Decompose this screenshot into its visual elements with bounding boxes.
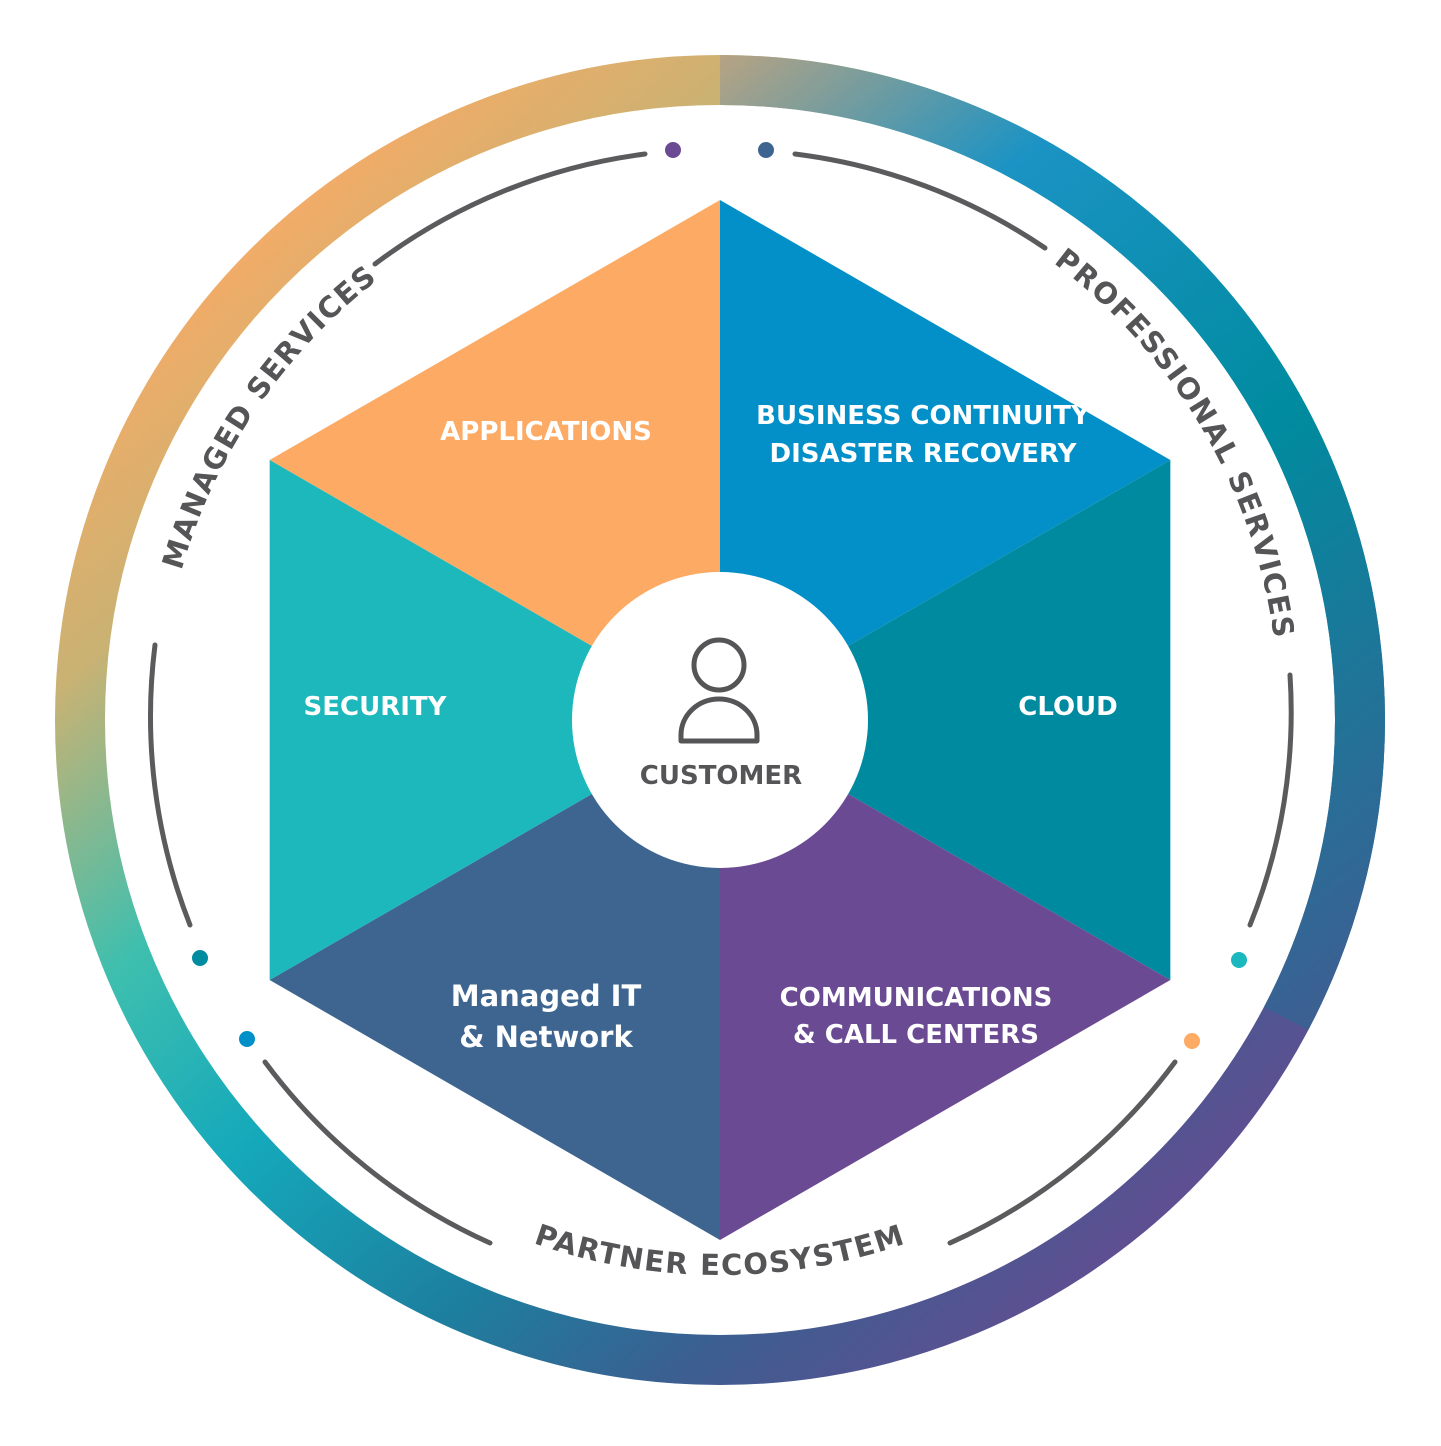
segment-label-cloud: CLOUD [1018,692,1118,722]
digital-transformation-ring [55,55,1385,1385]
segment-label-line: SECURITY [304,692,448,722]
segment-label-applications: APPLICATIONS [440,417,652,447]
dot-left-lower [239,1031,255,1047]
arc-line-top-left [372,151,648,267]
segment-label-line: Managed IT [451,979,642,1013]
segment-label-line: & CALL CENTERS [793,1020,1039,1050]
segment-label-security: SECURITY [304,692,448,722]
center-circle [572,572,868,868]
center-label: CUSTOMER [640,761,802,791]
segment-communications [720,720,1171,1240]
decorative-dots [192,142,1247,1049]
person-icon [678,637,760,744]
segment-label-line: CLOUD [1018,692,1118,722]
dot-right-upper [1231,952,1247,968]
segment-label-line: & Network [459,1020,633,1054]
arc-line-bottom-right [947,1059,1178,1246]
segment-applications [269,200,720,720]
dot-right-lower [1184,1033,1200,1049]
dot-left-upper [192,950,208,966]
segment-label-line: BUSINESS CONTINUITY [756,401,1091,431]
customer-center: CUSTOMER [572,572,868,868]
segment-label-communications: COMMUNICATIONS & CALL CENTERS [780,983,1053,1050]
segment-cloud [720,460,1171,980]
dot-top-right [758,142,774,158]
segment-label-line: DISASTER RECOVERY [770,439,1078,469]
segment-label-line: APPLICATIONS [440,417,652,447]
segment-label-line: COMMUNICATIONS [780,983,1053,1013]
arc-line-top-right [792,151,1048,251]
segment-security [269,460,720,980]
arc-line-bottom-left [262,1059,493,1246]
segment-managed-it [269,720,720,1240]
segment-business-continuity [720,200,1171,720]
segment-label-business-continuity: BUSINESS CONTINUITY DISASTER RECOVERY [756,401,1091,469]
dot-top-left [665,142,681,158]
service-segments: APPLICATIONS BUSINESS CONTINUITY DISASTER … [269,200,1171,1240]
arc-line-right [1247,672,1294,928]
segment-label-managed-it: Managed IT & Network [451,979,642,1054]
arc-line-left [148,642,193,928]
service-arc-lines [148,151,1294,1246]
